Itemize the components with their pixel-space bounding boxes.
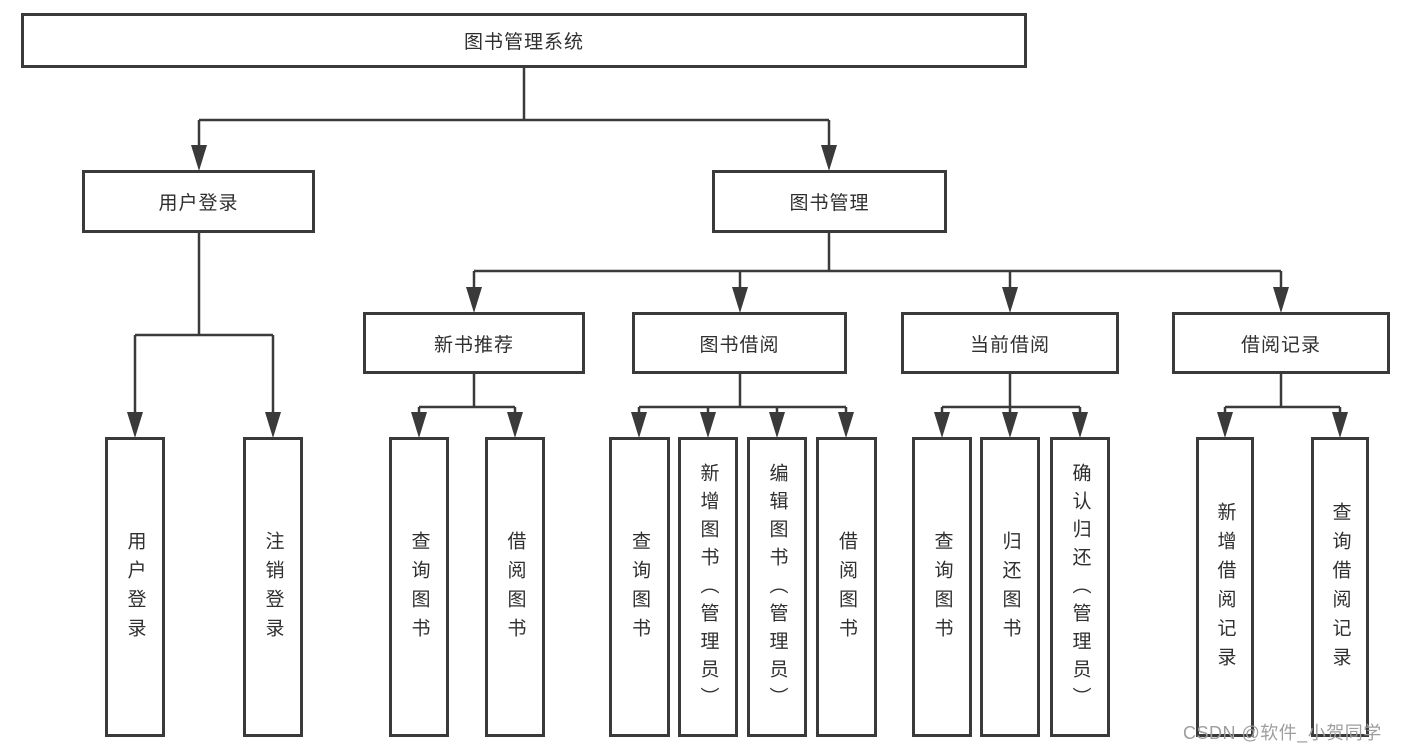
node-borrow-books-recommend: 借阅图书: [485, 437, 545, 737]
connector-root-to-level2: [197, 68, 831, 150]
node-confirm-return-admin: 确认归还（管理员）: [1050, 437, 1110, 737]
node-add-borrow-record: 新增借阅记录: [1196, 437, 1254, 737]
node-book-borrow: 图书借阅: [632, 312, 847, 374]
node-borrow-books-action: 借阅图书: [816, 437, 877, 737]
node-user-login-action: 用户登录: [105, 437, 165, 737]
node-query-borrow-record: 查询借阅记录: [1311, 437, 1369, 737]
arrow-down-icon: [1072, 412, 1088, 438]
arrow-down-icon: [1002, 412, 1018, 438]
node-query-books-borrow: 查询图书: [609, 437, 670, 737]
node-new-book-recommend: 新书推荐: [363, 312, 585, 374]
arrow-down-icon: [1273, 287, 1289, 313]
node-query-books-current: 查询图书: [912, 437, 972, 737]
node-edit-book-admin: 编辑图书（管理员）: [747, 437, 807, 737]
node-book-management: 图书管理: [712, 170, 947, 233]
node-library-management-system: 图书管理系统: [21, 13, 1027, 68]
arrow-down-icon: [127, 412, 143, 438]
arrow-down-icon: [838, 412, 854, 438]
connector-current-borrow-to-children: [940, 374, 1082, 417]
arrow-group: [127, 145, 1348, 438]
connector-book-borrow-to-children: [637, 374, 848, 417]
arrow-down-icon: [191, 145, 207, 171]
arrow-down-icon: [821, 145, 837, 171]
arrow-down-icon: [265, 412, 281, 438]
arrow-down-icon: [934, 412, 950, 438]
node-query-books-recommend: 查询图书: [389, 437, 449, 737]
node-add-book-admin: 新增图书（管理员）: [678, 437, 738, 737]
arrow-down-icon: [700, 412, 716, 438]
node-current-borrow: 当前借阅: [901, 312, 1119, 374]
node-borrow-records: 借阅记录: [1172, 312, 1390, 374]
node-return-books: 归还图书: [980, 437, 1040, 737]
connector-new-book-recommend-to-children: [417, 374, 517, 417]
arrow-down-icon: [1332, 412, 1348, 438]
connector-book-management-to-level3: [472, 233, 1283, 292]
node-user-login: 用户登录: [82, 170, 315, 233]
csdn-watermark: CSDN @软件_小贺同学: [1183, 723, 1382, 743]
arrow-down-icon: [411, 412, 427, 438]
arrow-down-icon: [466, 287, 482, 313]
connector-borrow-records-to-children: [1223, 374, 1342, 417]
arrow-down-icon: [631, 412, 647, 438]
connector-path-group: [133, 68, 1342, 417]
arrow-down-icon: [1002, 287, 1018, 313]
arrow-down-icon: [732, 287, 748, 313]
arrow-down-icon: [769, 412, 785, 438]
connector-user-login-to-children: [133, 233, 275, 417]
arrow-down-icon: [507, 412, 523, 438]
node-logout-action: 注销登录: [243, 437, 303, 737]
arrow-down-icon: [1217, 412, 1233, 438]
